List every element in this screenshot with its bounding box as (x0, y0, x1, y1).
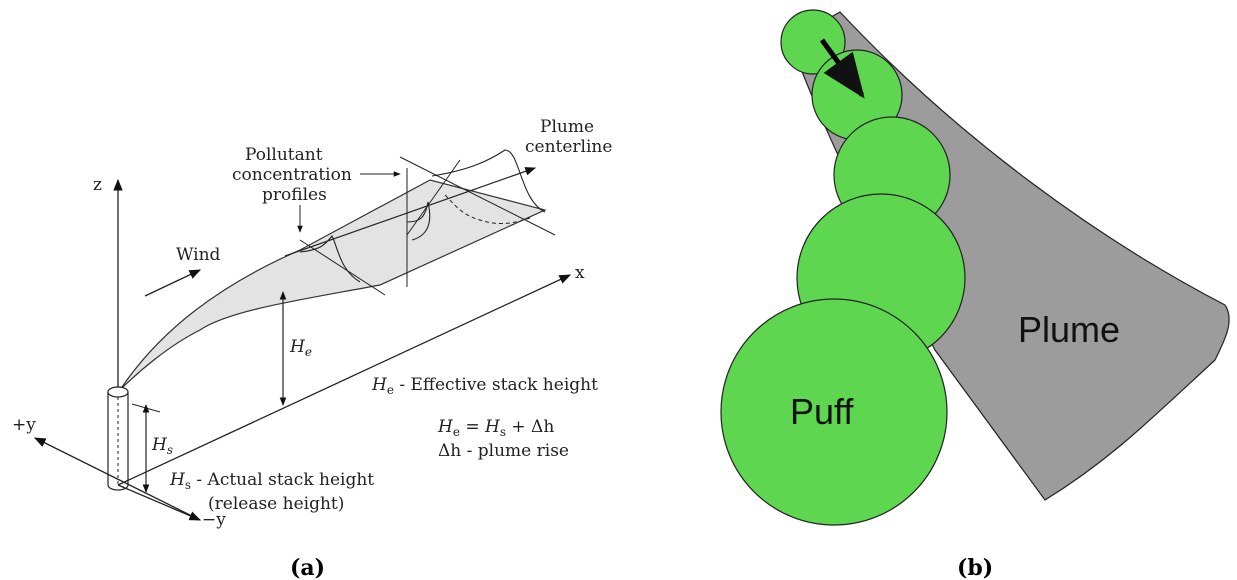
plus-y-label: +y (12, 415, 36, 435)
dh-definition: Δh - plume rise (438, 441, 569, 461)
panel-a-labels: z x +y −y Wind Pollutant concentration p… (12, 117, 612, 530)
profile-curve-4 (406, 201, 431, 241)
panel-a-diagram (33, 149, 572, 521)
plume-label: Plume (1018, 309, 1120, 350)
x-axis (117, 274, 572, 486)
profile-curve-1 (299, 234, 361, 283)
he-definition: He - Effective stack height (371, 375, 598, 397)
caption-b: (b) (957, 555, 993, 580)
minus-y-axis (117, 484, 202, 521)
plume-label-1: Plume (540, 117, 594, 137)
pollutant-label-2: concentration (232, 165, 352, 185)
pollutant-label-1: Pollutant (245, 145, 323, 165)
puff-direction-arrow (819, 38, 865, 99)
he-equation: He = Hs + Δh (437, 417, 554, 439)
z-axis-label: z (93, 175, 102, 195)
wind-arrow (144, 269, 202, 297)
minus-y-label: −y (202, 510, 226, 530)
pollutant-label-3: profiles (262, 185, 327, 205)
plume-cone (119, 179, 547, 391)
he-label: He (289, 337, 312, 359)
release-height-label: (release height) (208, 494, 344, 514)
plume-label-2: centerline (525, 137, 612, 157)
profile-curve-3 (444, 194, 531, 224)
stack-cylinder (107, 386, 129, 491)
hs-label: Hs (151, 435, 173, 457)
puff-circle-5 (720, 298, 948, 526)
profile-curve-2 (431, 149, 546, 213)
y-axis (33, 437, 201, 521)
cross-section-line-2 (399, 156, 556, 236)
puff-label: Puff (790, 391, 854, 432)
x-axis-label: x (575, 263, 585, 283)
hs-definition: Hs - Actual stack height (169, 470, 374, 492)
wind-label: Wind (176, 245, 221, 265)
caption-a: (a) (290, 555, 325, 580)
panel-b-diagram: Plume Puff (720, 9, 1230, 526)
